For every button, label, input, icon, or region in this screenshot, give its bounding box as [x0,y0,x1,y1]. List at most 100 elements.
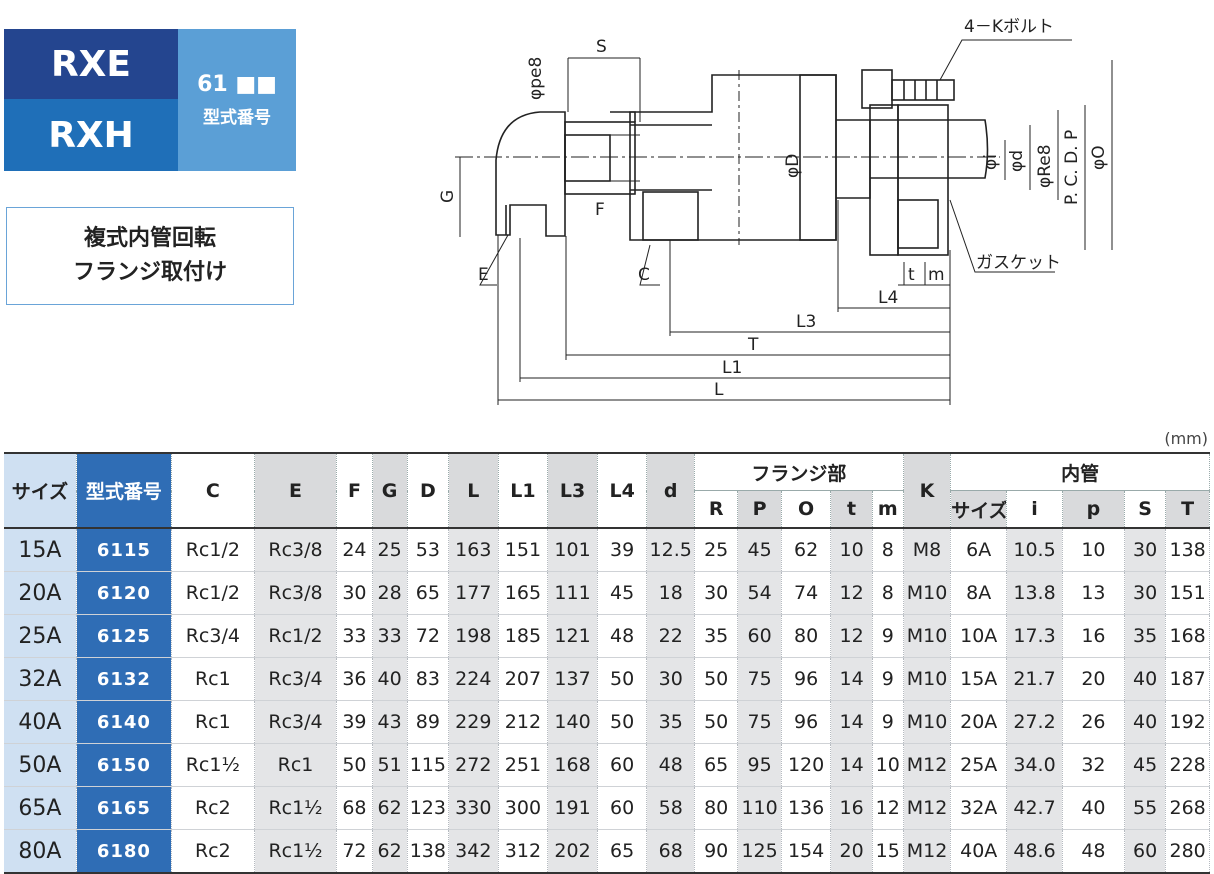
table-cell: 50 [597,700,648,744]
table-cell: Rc3/4 [254,700,338,744]
dim-t: t [908,265,915,285]
th-model: 型式番号 [76,453,172,528]
table-cell: 80 [781,614,832,658]
table-cell: 96 [781,657,832,701]
table-cell: 33 [372,614,408,658]
table-cell: 20 [830,829,873,874]
th-inner: 内管 [950,453,1210,491]
table-cell: 312 [498,829,549,874]
th-G: G [372,453,408,528]
table-cell: 300 [498,786,549,830]
table-cell: 10.5 [1006,528,1063,572]
dim-phi-d: φd [1007,150,1027,172]
table-cell: Rc1½ [254,786,338,830]
table-cell: 163 [448,528,499,572]
table-cell: 151 [1165,571,1210,615]
th-O: O [781,490,832,528]
table-cell: 62 [372,829,408,874]
table-cell: 202 [547,829,598,874]
table-cell: 10 [830,528,873,572]
cell-model: 6132 [76,657,172,701]
table-cell: 30 [1124,528,1167,572]
th-i: i [1006,490,1063,528]
table-cell: 30 [1124,571,1167,615]
table-cell: 75 [737,657,782,701]
table-cell: 15A [950,657,1008,701]
table-cell: 60 [1124,829,1167,874]
table-cell: 138 [407,829,450,874]
table-cell: 165 [498,571,549,615]
th-C: C [171,453,255,528]
dim-phi-Re8: φRe8 [1035,144,1055,188]
table-cell: 80 [694,786,739,830]
series-rxe: RXE [4,29,178,99]
table-cell: 83 [407,657,450,701]
table-cell: 40 [372,657,408,701]
dim-L4: L4 [878,288,898,308]
table-cell: 110 [737,786,782,830]
table-cell: 268 [1165,786,1210,830]
model-number-box: 61 ■■ 型式番号 [178,29,296,171]
table-cell: Rc1/2 [171,528,255,572]
table-cell: 115 [407,743,450,787]
table-cell: 36 [336,657,373,701]
table-cell: 25A [950,743,1008,787]
table-cell: 26 [1062,700,1125,744]
table-cell: 65 [597,829,648,874]
th-E: E [254,453,338,528]
cell-model: 6180 [76,829,172,874]
th-T: T [1165,490,1210,528]
table-cell: 9 [872,700,904,744]
table-cell: 13 [1062,571,1125,615]
table-cell: Rc3/8 [254,571,338,615]
table-cell: 111 [547,571,598,615]
table-cell: 280 [1165,829,1210,874]
table-cell: 168 [547,743,598,787]
table-cell: 12 [830,571,873,615]
table-cell: Rc3/4 [171,614,255,658]
table-cell: 9 [872,657,904,701]
th-D: D [407,453,450,528]
table-cell: 54 [737,571,782,615]
table-cell: 16 [1062,614,1125,658]
table-cell: 20 [1062,657,1125,701]
table-cell: Rc2 [171,786,255,830]
table-cell: 65 [694,743,739,787]
dim-C: C [638,265,650,285]
th-R: R [694,490,739,528]
table-cell: Rc1 [254,743,338,787]
table-cell: 21.7 [1006,657,1063,701]
cell-size: 50A [4,743,77,787]
table-cell: M12 [903,743,952,787]
table-cell: 95 [737,743,782,787]
cell-model: 6125 [76,614,172,658]
dim-phiD: φD [783,154,803,178]
th-L1: L1 [498,453,549,528]
table-cell: 212 [498,700,549,744]
table-cell: 177 [448,571,499,615]
table-cell: Rc3/8 [254,528,338,572]
table-cell: 35 [1124,614,1167,658]
th-P: P [737,490,782,528]
table-cell: 121 [547,614,598,658]
th-L3: L3 [547,453,598,528]
table-cell: 125 [737,829,782,874]
table-cell: 140 [547,700,598,744]
table-cell: 224 [448,657,499,701]
table-cell: 40A [950,829,1008,874]
dim-m: m [928,265,945,285]
table-cell: 50 [694,700,739,744]
table-cell: 30 [646,657,695,701]
th-inner-size: サイズ [950,490,1008,528]
table-cell: 72 [407,614,450,658]
table-cell: 55 [1124,786,1167,830]
table-cell: 101 [547,528,598,572]
table-cell: 14 [830,743,873,787]
table-cell: 60 [737,614,782,658]
table-cell: 8A [950,571,1008,615]
table-cell: 154 [781,829,832,874]
